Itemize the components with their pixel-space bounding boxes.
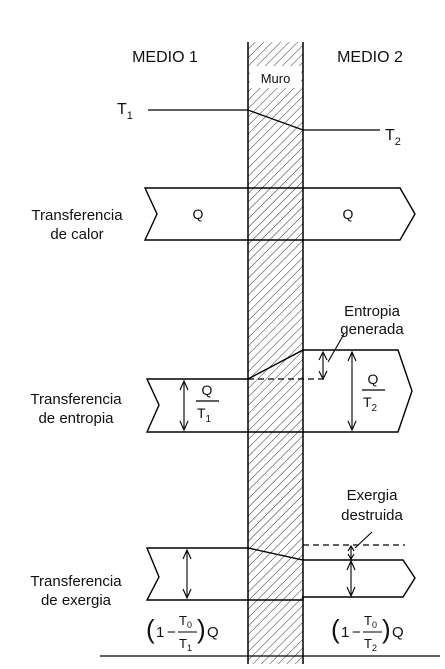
entropy-generated-label-1: Entropia (344, 303, 401, 320)
entropy-fraction-right-den: T2 (363, 394, 378, 414)
entropy-fraction-left-num: Q (202, 382, 213, 398)
svg-text:(: ( (331, 614, 340, 644)
entropy-generated-leader (327, 333, 345, 363)
wall-label-bg (250, 66, 301, 88)
svg-text:(: ( (146, 614, 155, 644)
exergy-destroyed-label-1: Exergia (347, 487, 399, 504)
exergy-destroyed-leader (354, 531, 373, 549)
exergy-transfer-label-1: Transferencia (30, 573, 122, 590)
heat-transfer-label-1: Transferencia (31, 207, 123, 224)
heat-q-left: Q (193, 206, 204, 222)
entropy-fraction-left-den: T1 (197, 405, 212, 425)
exergy-formula-left: ( 1 − T0 T1 ) Q (146, 613, 219, 653)
svg-text:Q: Q (392, 624, 404, 641)
heat-transfer-arrow: Q Q (143, 187, 416, 241)
heat-transfer-label-2: de calor (50, 226, 103, 243)
svg-text:): ) (197, 614, 206, 644)
entropy-transfer-label-1: Transferencia (30, 391, 122, 408)
t1-symbol: T1 (117, 101, 133, 122)
exergy-formula-right: ( 1 − T0 T2 ) Q (331, 613, 404, 653)
exergy-destroyed-label-2: destruida (341, 507, 403, 524)
medio-1-heading: MEDIO 1 (132, 49, 198, 66)
svg-text:Q: Q (207, 624, 219, 641)
svg-text:T1: T1 (179, 636, 192, 653)
svg-text:): ) (382, 614, 391, 644)
svg-text:T2: T2 (364, 636, 377, 653)
svg-text:T0: T0 (179, 613, 192, 630)
t2-symbol: T2 (385, 127, 401, 148)
svg-text:−: − (352, 624, 361, 641)
entropy-fraction-right-num: Q (368, 371, 379, 387)
entropy-transfer-arrow: Q T1 Q T2 (145, 333, 413, 433)
entropy-transfer-label-2: de entropia (38, 410, 114, 427)
entropy-generated-label-2: generada (340, 321, 404, 338)
svg-text:1: 1 (341, 624, 349, 641)
temperature-profile: T1 T2 (117, 101, 401, 148)
wall-label: Muro (261, 71, 291, 86)
medio-2-heading: MEDIO 2 (337, 49, 403, 66)
svg-text:1: 1 (156, 624, 164, 641)
svg-text:T0: T0 (364, 613, 377, 630)
exergy-transfer-label-2: de exergia (41, 592, 112, 609)
exergy-transfer-arrow (145, 531, 416, 601)
heat-q-right: Q (343, 206, 354, 222)
wall-hatch (248, 42, 303, 664)
svg-text:−: − (167, 624, 176, 641)
